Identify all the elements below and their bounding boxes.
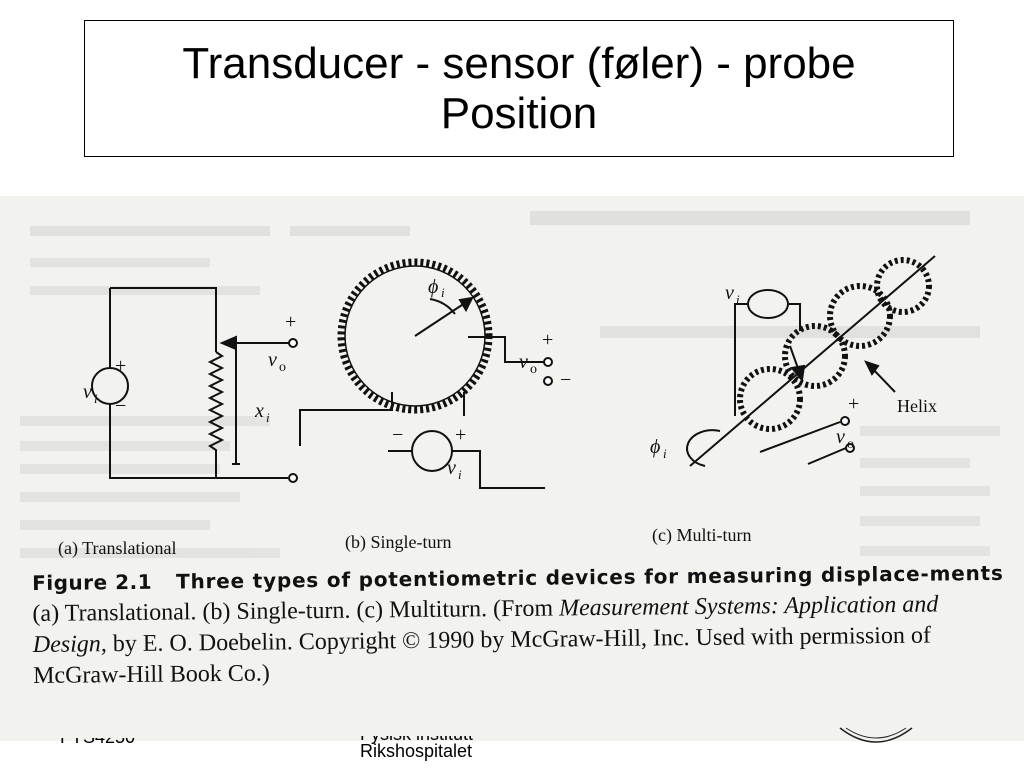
label-phi-b-sub: i xyxy=(441,285,445,300)
label-phi-b: ϕ xyxy=(428,276,438,298)
panel-a-translational xyxy=(91,287,298,483)
label-vi-b-sub: i xyxy=(458,467,462,482)
label-vi-a: v xyxy=(83,381,92,403)
label-vo-a-sub: o xyxy=(279,360,286,375)
plus-b: + xyxy=(455,424,466,446)
panel-c-multi-turn xyxy=(686,255,936,467)
panel-label-c: (c) Multi-turn xyxy=(652,525,751,546)
caption-text-2: by E. O. Doebelin. Copyright © 1990 by M… xyxy=(32,622,932,689)
footer-institute: Fysisk institutt xyxy=(360,736,473,744)
plus-a: + xyxy=(115,355,126,377)
minus-b: − xyxy=(392,424,403,446)
panel-label-b: (b) Single-turn xyxy=(345,532,451,553)
label-xi-a: x xyxy=(254,400,264,422)
footer-hospital: Rikshospitalet xyxy=(360,741,473,761)
footer-course-code: FYS4250 xyxy=(60,738,190,746)
figure-number: Figure 2.1 xyxy=(32,569,153,595)
minus-a: − xyxy=(115,395,126,417)
title-box: Transducer - sensor (føler) - probe Posi… xyxy=(84,20,954,157)
plus-a-out: + xyxy=(285,311,296,333)
label-vo-c-sub: o xyxy=(847,437,854,452)
caption-text-1: (a) Translational. (b) Single-turn. (c) … xyxy=(32,595,554,627)
plus-c-out: + xyxy=(848,393,859,415)
slide-subtitle: Position xyxy=(440,88,598,138)
label-vi-c: v xyxy=(725,282,734,304)
label-phi-c: ϕ xyxy=(650,436,660,458)
helix-coil-4 xyxy=(874,257,932,315)
minus-b-out: − xyxy=(560,369,571,391)
label-vi-b: v xyxy=(447,457,456,479)
figure-description: Three types of potentiometric devices fo… xyxy=(175,560,1004,594)
wiper-arrow-c xyxy=(790,364,806,383)
university-seal-icon xyxy=(839,727,913,743)
helix-coil-2 xyxy=(782,323,848,389)
footer-institute-text: Fysisk institutt xyxy=(360,736,473,744)
wiper-arrow-b xyxy=(458,296,474,313)
plus-b-out: + xyxy=(542,329,553,351)
label-xi-a-sub: i xyxy=(266,410,270,425)
panel-b-single-turn xyxy=(299,258,553,489)
label-vo-b-sub: o xyxy=(530,362,537,377)
voltage-source-b xyxy=(411,430,453,472)
voltage-source-c xyxy=(747,289,789,319)
resistor-a xyxy=(207,351,225,478)
figure-drawing: v i + − + v o x i (a) Translational xyxy=(20,211,1000,559)
footer-course-code-text: FYS4250 xyxy=(60,738,135,746)
label-vo-c: v xyxy=(836,426,845,448)
scanned-figure: v i + − + v o x i (a) Translational xyxy=(0,196,1024,741)
label-vi-c-sub: i xyxy=(736,292,740,307)
wiper-arrow-a xyxy=(219,335,237,351)
slide-title: Transducer - sensor (føler) - probe xyxy=(182,38,856,88)
bleed-through-texture xyxy=(20,211,1000,558)
label-helix: Helix xyxy=(897,396,937,416)
helix-coil-1 xyxy=(737,366,803,432)
figure-caption: Figure 2.1 Three types of potentiometric… xyxy=(32,558,1008,692)
label-vi-a-sub: i xyxy=(94,391,98,406)
panel-label-a: (a) Translational xyxy=(58,538,177,559)
helix-shaft-c xyxy=(689,255,936,467)
helix-coil-3 xyxy=(827,283,893,349)
label-vo-a: v xyxy=(268,349,277,371)
label-phi-c-sub: i xyxy=(663,446,667,461)
label-vo-b: v xyxy=(519,351,528,373)
